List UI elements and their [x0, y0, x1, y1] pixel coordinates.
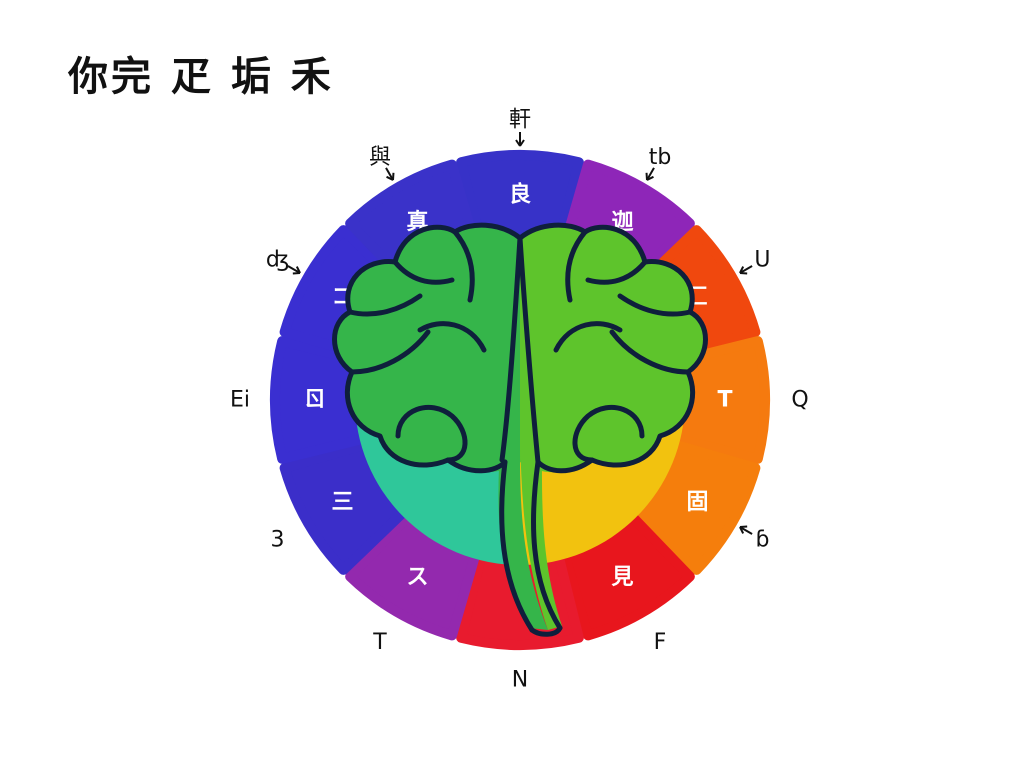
outer-label-9: Ei [230, 388, 250, 413]
segment-label-0: 良 [509, 182, 531, 208]
arrow-icon [287, 265, 301, 274]
arrow-head-icon [386, 172, 395, 181]
page-title: 你完 疋 垢 禾 [68, 54, 334, 100]
arrow-head-icon [739, 266, 748, 275]
segment-label-9: ㄖ [304, 388, 326, 413]
segment-label-8: 三 [331, 490, 353, 515]
segment-label-3: T [717, 388, 732, 413]
arrow-head-icon [739, 525, 748, 534]
outer-label-6: N [512, 668, 528, 693]
outer-label-2: U [754, 248, 770, 273]
arrow-icon [385, 167, 394, 181]
outer-label-5: F [654, 630, 667, 655]
outer-label-10: ʤ [266, 248, 289, 273]
outer-label-7: T [372, 630, 387, 655]
arrow-icon [739, 265, 753, 274]
arrow-head-icon [292, 266, 301, 275]
outer-label-4: ɓ [756, 528, 770, 553]
arrow-icon [739, 526, 753, 535]
outer-label-ring: 軒 tbU QɓF N T 3 Ei ʤ 與 [230, 108, 809, 693]
arrow-head-icon [515, 139, 525, 147]
segment-label-7: ス [406, 565, 428, 590]
segment-label-5: 見 [611, 565, 633, 590]
outer-label-1: tb [649, 145, 672, 170]
brain-icon [332, 222, 708, 637]
outer-label-11: 與 [369, 145, 391, 170]
outer-label-3: Q [791, 388, 808, 413]
arrow-icon [646, 167, 655, 181]
outer-label-0: 軒 [509, 108, 531, 133]
arrow-head-icon [645, 172, 654, 181]
segment-label-4: 固 [687, 490, 709, 515]
outer-label-8: 3 [271, 528, 285, 553]
